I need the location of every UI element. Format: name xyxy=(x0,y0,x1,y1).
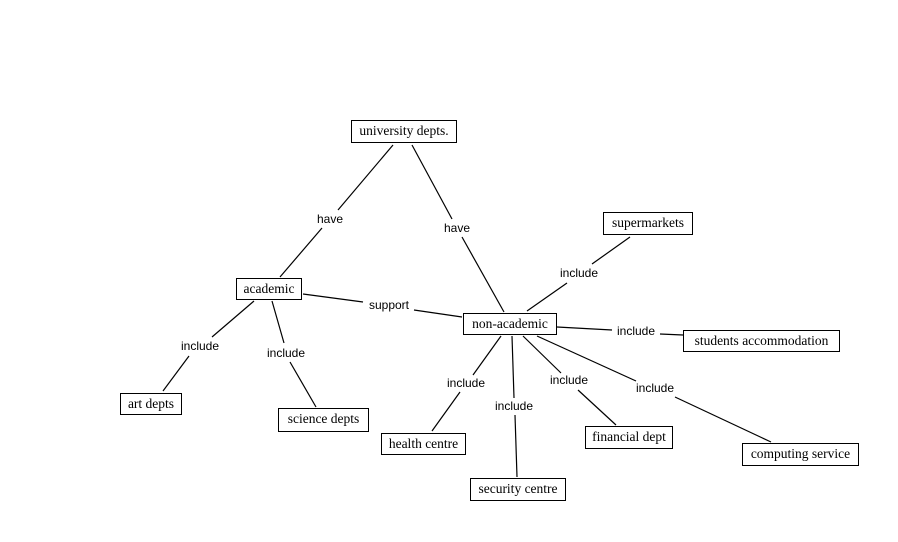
node-health-centre[interactable]: health centre xyxy=(381,433,466,455)
link-label-have: have xyxy=(443,221,471,235)
node-security-centre[interactable]: security centre xyxy=(470,478,566,501)
edge-nonacademic-include-students xyxy=(556,326,613,331)
node-financial-dept[interactable]: financial dept xyxy=(585,426,673,449)
edge-nonacademic-include-financial xyxy=(522,335,562,374)
link-label-have: have xyxy=(316,212,344,226)
node-science-depts[interactable]: science depts xyxy=(278,408,369,432)
edge-academic-include-art xyxy=(211,300,255,338)
edge-include-computing xyxy=(674,396,772,443)
node-art-depts[interactable]: art depts xyxy=(120,393,182,415)
link-label-include-health: include xyxy=(446,376,486,390)
edge-include-students xyxy=(659,333,684,336)
edge-include-financial xyxy=(577,389,617,426)
edge-university-have xyxy=(337,144,394,211)
link-label-include-art: include xyxy=(180,339,220,353)
node-supermarkets[interactable]: supermarkets xyxy=(603,212,693,235)
edge-nonacademic-include-computing xyxy=(536,335,637,382)
edge-nonacademic-include-supermarkets xyxy=(526,282,568,312)
edge-support-nonacademic xyxy=(413,309,463,318)
edge-include-art xyxy=(162,355,190,392)
edge-have-academic xyxy=(279,227,323,278)
node-computing-service[interactable]: computing service xyxy=(742,443,859,466)
edge-include-science xyxy=(289,361,317,408)
edge-have2-nonacademic xyxy=(461,236,505,313)
node-students-accommodation[interactable]: students accommodation xyxy=(683,330,840,352)
node-non-academic[interactable]: non-academic xyxy=(463,313,557,335)
node-academic[interactable]: academic xyxy=(236,278,302,300)
edge-academic-include-science xyxy=(271,300,285,344)
link-label-include-financial: include xyxy=(549,373,589,387)
edge-include-health xyxy=(431,391,461,432)
link-label-include-students: include xyxy=(616,324,656,338)
link-label-include-supermarkets: include xyxy=(559,266,599,280)
link-label-include-science: include xyxy=(266,346,306,360)
edge-nonacademic-include-security xyxy=(511,335,515,399)
edge-include-security xyxy=(514,414,518,478)
link-label-include-computing: include xyxy=(635,381,675,395)
link-label-include-security: include xyxy=(494,399,534,413)
edge-nonacademic-include-health xyxy=(472,335,502,376)
edge-university-have2 xyxy=(411,144,453,220)
node-university-depts[interactable]: university depts. xyxy=(351,120,457,143)
link-label-support: support xyxy=(368,298,410,312)
edge-include-supermarkets xyxy=(591,236,631,265)
edge-academic-support xyxy=(302,293,364,303)
